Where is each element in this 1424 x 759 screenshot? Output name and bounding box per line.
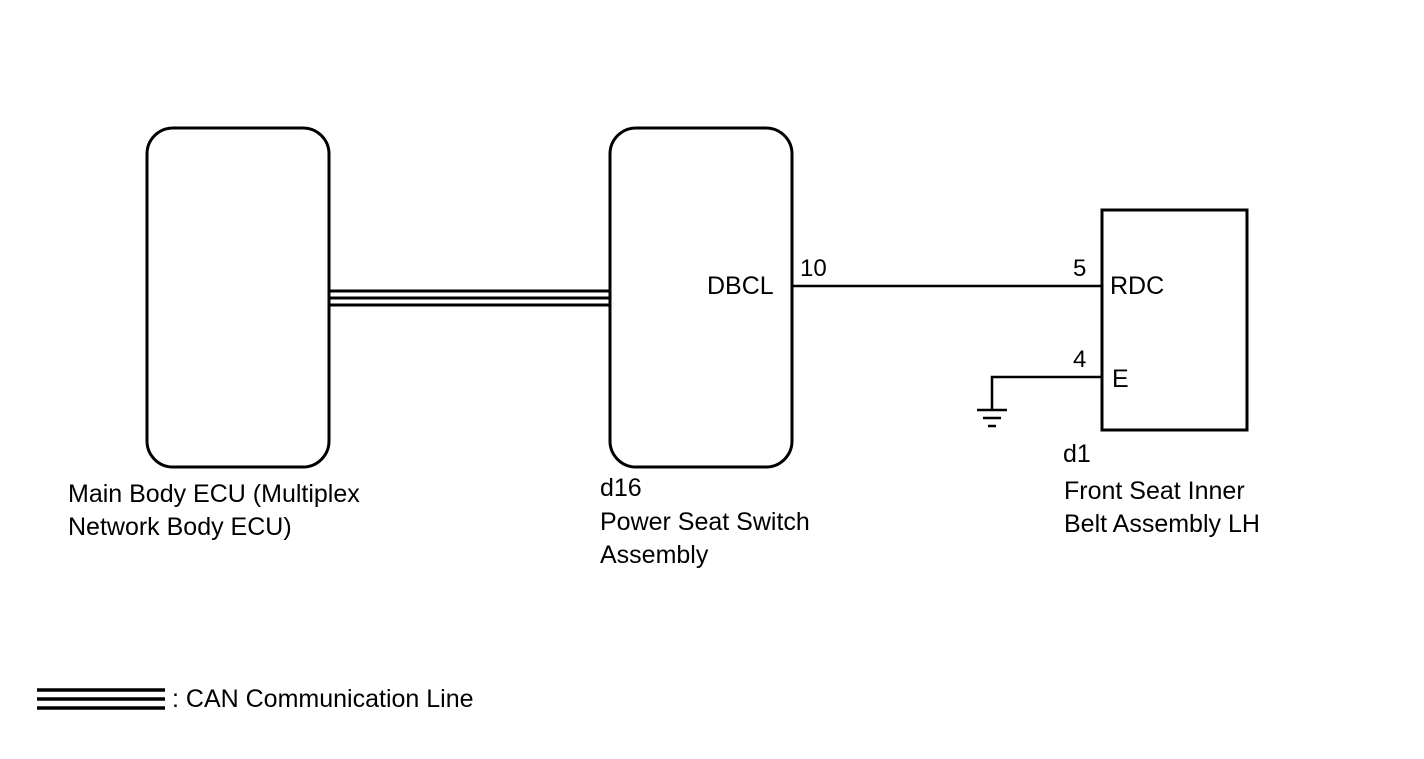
front-seat-belt-name-line1: Front Seat Inner bbox=[1064, 477, 1245, 505]
front-seat-belt-name-line2: Belt Assembly LH bbox=[1064, 510, 1260, 538]
power-seat-switch-name-line2: Assembly bbox=[600, 541, 709, 569]
main-body-ecu-box bbox=[145, 126, 331, 469]
pin-5: 5 bbox=[1073, 255, 1087, 282]
legend-can-text: : CAN Communication Line bbox=[172, 685, 474, 713]
legend-can-line-icon bbox=[37, 688, 165, 710]
terminal-e: E bbox=[1112, 365, 1129, 393]
pin-4: 4 bbox=[1073, 346, 1087, 373]
main-body-ecu-name-line1: Main Body ECU (Multiplex bbox=[68, 480, 360, 508]
ground-wire bbox=[990, 375, 1102, 410]
power-seat-switch-connector: d16 bbox=[600, 474, 642, 502]
pin-10: 10 bbox=[800, 255, 827, 282]
front-seat-belt-connector: d1 bbox=[1063, 440, 1091, 468]
power-seat-switch-name-line1: Power Seat Switch bbox=[600, 508, 810, 536]
front-seat-belt-box bbox=[1100, 208, 1249, 432]
terminal-rdc: RDC bbox=[1110, 272, 1165, 300]
terminal-dbcl: DBCL bbox=[707, 272, 774, 300]
main-body-ecu-name-line2: Network Body ECU) bbox=[68, 513, 292, 541]
ground-icon bbox=[977, 408, 1007, 428]
can-communication-line bbox=[329, 289, 610, 307]
